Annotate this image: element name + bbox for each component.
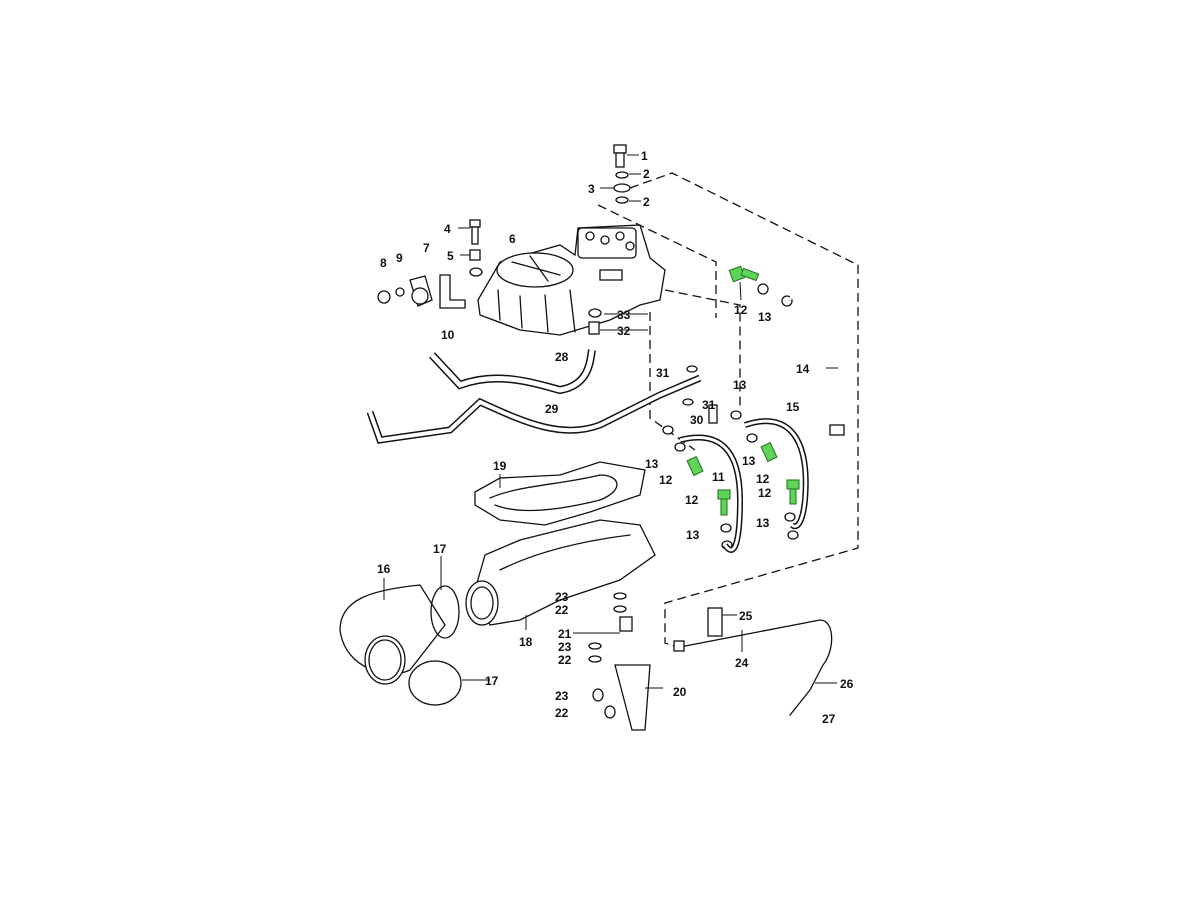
- callout: 3: [588, 182, 595, 196]
- rubber-elbow-16: [339, 584, 446, 685]
- intake-distributor-18: [465, 519, 656, 626]
- callout: 13: [686, 528, 700, 542]
- washers-13: [662, 283, 799, 550]
- callout: 23: [555, 689, 569, 703]
- leader-lines: [383, 154, 838, 689]
- callout: 32: [617, 324, 631, 338]
- washers-2-3: [613, 171, 631, 204]
- callout-labels: 1 2 3 2 4 5 6 7 8 9 10 12 13 14 28 33 32…: [377, 149, 854, 726]
- callout: 10: [441, 328, 455, 342]
- callout: 13: [756, 516, 770, 530]
- callout: 13: [758, 310, 772, 324]
- callout: 1: [641, 149, 648, 163]
- bracket-7-10: [377, 274, 466, 309]
- banjo-bolt-12-highlighted: [686, 265, 800, 516]
- callout: 18: [519, 635, 533, 649]
- callout: 22: [555, 603, 569, 617]
- callout: 31: [656, 366, 670, 380]
- throttle-housing: [477, 224, 666, 336]
- callout: 22: [558, 653, 572, 667]
- mount-bracket-20-21: [588, 592, 651, 731]
- callout: 27: [822, 712, 836, 726]
- callout: 12: [659, 473, 673, 487]
- callout: 12: [685, 493, 699, 507]
- callout: 13: [742, 454, 756, 468]
- callout: 12: [734, 303, 748, 317]
- callout: 29: [545, 402, 559, 416]
- callout: 14: [796, 362, 810, 376]
- callout: 25: [739, 609, 753, 623]
- callout: 23: [555, 590, 569, 604]
- callout: 22: [555, 706, 569, 720]
- callout: 2: [643, 167, 650, 181]
- callout: 20: [673, 685, 687, 699]
- callout: 17: [433, 542, 447, 556]
- callout: 17: [485, 674, 499, 688]
- callout: 28: [555, 350, 569, 364]
- callout: 19: [493, 459, 507, 473]
- callout: 31: [702, 398, 716, 412]
- callout: 4: [444, 222, 451, 236]
- callout: 12: [758, 486, 772, 500]
- callout: 21: [558, 627, 572, 641]
- fittings-32-33: [588, 308, 602, 335]
- callout: 6: [509, 232, 516, 246]
- callout: 9: [396, 251, 403, 265]
- callout: 5: [447, 249, 454, 263]
- callout: 12: [756, 472, 770, 486]
- callout: 23: [558, 640, 572, 654]
- callout: 11: [712, 470, 725, 484]
- gasket-19: [474, 461, 646, 526]
- bolt-4-spring-5: [469, 219, 483, 277]
- callout: 33: [617, 308, 631, 322]
- bolt-1: [613, 144, 627, 168]
- callout: 7: [423, 241, 430, 255]
- callout: 13: [645, 457, 659, 471]
- callout: 30: [690, 413, 704, 427]
- callout: 26: [840, 677, 854, 691]
- callout: 2: [643, 195, 650, 209]
- callout: 16: [377, 562, 391, 576]
- callout: 15: [786, 400, 800, 414]
- hose-clamps-17: [408, 585, 462, 706]
- fuel-lines: [366, 271, 845, 716]
- assembly-dashed-lines: [597, 172, 859, 648]
- callout: 8: [380, 256, 387, 270]
- callout: 24: [735, 656, 749, 670]
- callout: 13: [733, 378, 747, 392]
